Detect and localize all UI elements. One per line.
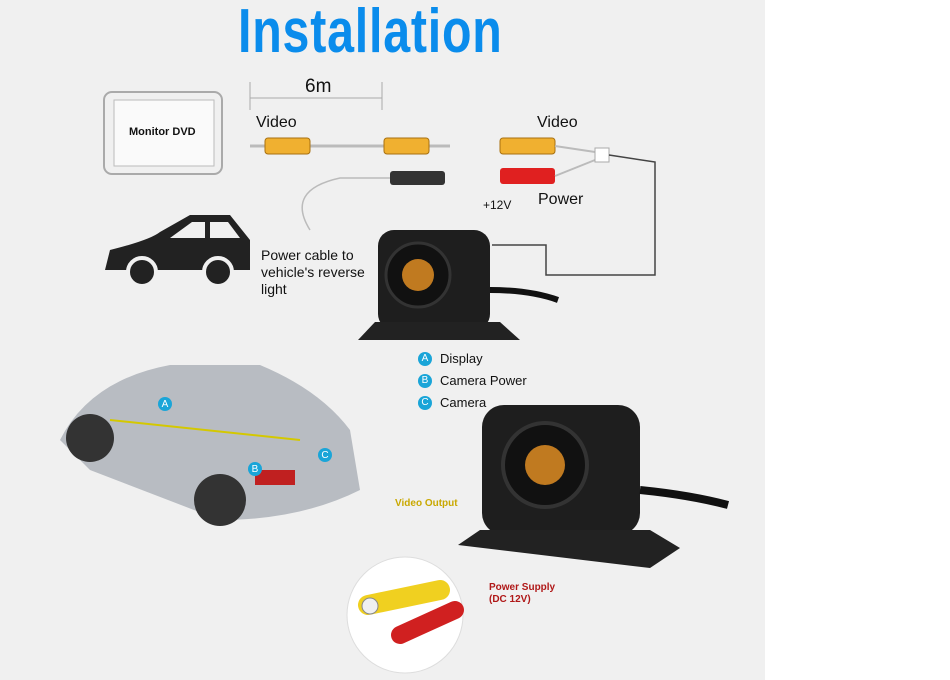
voltage-label: +12V (483, 198, 512, 212)
legend-item: B Camera Power (418, 373, 527, 388)
legend-label: Camera Power (440, 373, 527, 388)
video-label-left: Video (256, 114, 297, 131)
video-output-label: Video Output (395, 498, 458, 509)
car-icon (105, 215, 250, 288)
cable-length-label: 6m (305, 76, 332, 97)
video-label-right: Video (537, 114, 578, 131)
car-marker-c: C (318, 448, 332, 462)
power-label: Power (538, 191, 584, 208)
car-marker-a: A (158, 397, 172, 411)
legend-badge: A (418, 351, 432, 366)
legend-item: A Display (418, 351, 483, 366)
rca-plugs-icon (358, 580, 464, 644)
legend-badge: B (418, 373, 432, 388)
power-supply-label: Power Supply (489, 582, 556, 593)
power-supply-sub: (DC 12V) (489, 594, 531, 605)
camera-small-icon (358, 230, 560, 340)
legend-label: Camera (440, 395, 487, 410)
monitor-icon (103, 91, 223, 175)
legend-badge: C (418, 395, 432, 410)
car-cutaway-icon (60, 365, 360, 526)
page-title: Installation (238, 0, 503, 66)
legend-item: C Camera (418, 395, 486, 410)
legend-label: Display (440, 351, 483, 366)
monitor-label: Monitor DVD (129, 126, 196, 138)
video-cable-icon (250, 137, 450, 155)
camera-large-icon (458, 405, 730, 568)
car-marker-b: B (248, 462, 262, 476)
power-cable-note: Power cable to vehicle's reverse light (261, 247, 365, 297)
